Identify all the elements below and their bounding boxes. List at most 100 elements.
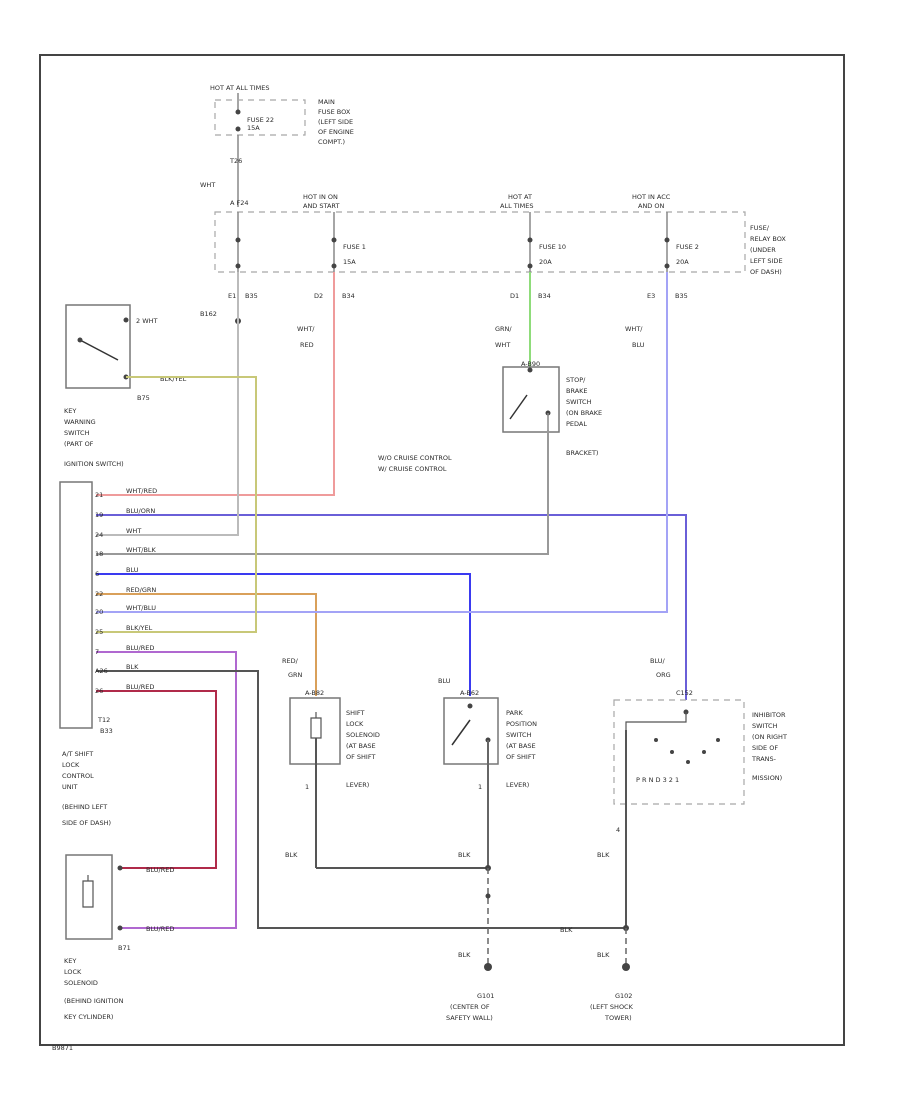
inhibitor-feed2: ORG: [656, 671, 671, 679]
stop-switch-feed2: WHT: [495, 341, 510, 349]
fuse-10-bottom-terminal: [527, 263, 533, 269]
unit-pin-number: 6: [95, 570, 99, 578]
stop-switch-line2: BRAKE: [566, 387, 588, 395]
g101-line3: SAFETY WALL): [446, 1014, 493, 1022]
inhibitor-line2: SWITCH: [752, 722, 778, 730]
unit-pin-wire-color: WHT/RED: [126, 487, 157, 495]
unit-pin-wire-color: BLU/ORN: [126, 507, 155, 515]
inhibitor-line5: TRANS-: [751, 755, 777, 763]
stop-switch-pin-a: [527, 367, 533, 373]
wire-e3-label2: BLU: [632, 341, 645, 349]
fuse-10-top-terminal: [527, 237, 533, 243]
blk-label-5: BLK: [458, 951, 471, 959]
g101-mid-dot: [485, 893, 491, 899]
fuse-20-top-terminal: [235, 109, 241, 115]
wire-d2-label2: RED: [300, 341, 314, 349]
inhibitor-contact-d: [702, 750, 706, 754]
unit-pin-number: 18: [95, 550, 103, 558]
solenoid-line2: LOCK: [346, 720, 364, 728]
relay-box-line2: RELAY BOX: [750, 235, 786, 243]
hot-acc-line1: HOT IN ACC: [632, 193, 671, 201]
key-lock-pin1: [117, 865, 123, 871]
key-warning-line5: IGNITION SWITCH): [64, 460, 124, 468]
hot-run-start-line2: AND START: [303, 202, 339, 210]
unit-pin-wire-color: RED/GRN: [126, 586, 156, 594]
blk-label-6: BLK: [597, 951, 610, 959]
conn-d2-pin: D2: [314, 292, 323, 300]
key-lock-solenoid-box: [65, 854, 113, 940]
hot-all-times2-line2: ALL TIMES: [500, 202, 533, 210]
key-lock-line1: KEY: [64, 957, 76, 965]
key-lock-line5: KEY CYLINDER): [64, 1013, 113, 1021]
relay-box-line1: FUSE/: [750, 224, 770, 232]
inhibitor-line3: (ON RIGHT: [752, 733, 787, 741]
key-warning-pin1-wire: BLK/YEL: [160, 375, 187, 383]
pin-top-label: T26: [229, 157, 242, 165]
stop-switch-line4: (ON BRAKE: [566, 409, 602, 417]
fuse-relay-box-outline: [214, 211, 746, 273]
park-switch-pin-a: [467, 703, 473, 709]
unit-pin-number: 24: [95, 531, 103, 539]
unit-pin-number: 22: [95, 590, 103, 598]
key-warning-line3: SWITCH: [64, 429, 90, 437]
fuse-20-label: FUSE 22: [247, 116, 274, 124]
inhibitor-contact-n: [686, 760, 690, 764]
conn-d1-pin: D1: [510, 292, 519, 300]
underhood-box-line2: FUSE BOX: [318, 108, 351, 116]
fuse-2-top-terminal: [664, 237, 670, 243]
park-switch-box: [443, 697, 499, 765]
wire-blu-red-b: [96, 690, 217, 869]
unit-pin-number: 25: [95, 628, 103, 636]
unit-pin-wire-color: WHT/BLU: [126, 604, 156, 612]
underhood-box-line3: (LEFT SIDE: [318, 118, 353, 126]
key-warning-conn2: B75: [137, 394, 150, 402]
control-unit-conn: T12: [97, 716, 110, 724]
key-warning-conn: B162: [200, 310, 217, 318]
solenoid-line4: (AT BASE: [346, 742, 376, 750]
relay-box-line5: OF DASH): [750, 268, 782, 276]
blk-label-2: BLK: [458, 851, 471, 859]
fuse-2-bottom-terminal: [664, 263, 670, 269]
key-warning-switch-blade: [79, 339, 119, 361]
g101-line1: G101: [477, 992, 494, 1000]
underhood-fuse-box-outline: [214, 99, 306, 136]
key-lock-pin2: [117, 925, 123, 931]
diagram-frame: [39, 54, 845, 1046]
g102-line1: G102: [615, 992, 632, 1000]
g101-line2: (CENTER OF: [450, 1003, 490, 1011]
wire-blk-yel: [96, 376, 257, 633]
g102-ground-icon: [622, 963, 630, 971]
park-switch-feed: BLU: [438, 677, 451, 685]
relay-box-line3: (UNDER: [750, 246, 776, 254]
key-warning-line2: WARNING: [64, 418, 96, 426]
unit-pin-number: 26: [95, 687, 103, 695]
conn-d2-id: B34: [342, 292, 355, 300]
stop-switch-line3: SWITCH: [566, 398, 592, 406]
fuse-1-top-terminal: [331, 237, 337, 243]
solenoid-line6: LEVER): [346, 781, 369, 789]
wire-blu-red-a: [96, 651, 237, 929]
unit-pin-wire-color: BLK/YEL: [126, 624, 153, 632]
key-lock-line2: LOCK: [64, 968, 82, 976]
unit-pin-number: 21: [95, 491, 103, 499]
conn-e3-id: B35: [675, 292, 688, 300]
unit-pin-wire-color: BLU: [126, 566, 139, 574]
g101-ground-icon: [484, 963, 492, 971]
solenoid-line3: SOLENOID: [346, 731, 380, 739]
solenoid-line5: OF SHIFT: [346, 753, 375, 761]
inhibitor-line4: SIDE OF: [752, 744, 778, 752]
unit-pin-wire-color: BLK: [126, 663, 139, 671]
solenoid-feed1: RED/: [282, 657, 299, 665]
conn-e1-id: B35: [245, 292, 258, 300]
underhood-box-line5: COMPT.): [318, 138, 345, 146]
relay-box-line4: LEFT SIDE: [750, 257, 783, 265]
stop-switch-line6: BRACKET): [566, 449, 598, 457]
key-lock-line4: (BEHIND IGNITION: [64, 997, 124, 1005]
inhibitor-line6: MISSION): [752, 774, 782, 782]
control-unit-line4: UNIT: [62, 783, 78, 791]
conn-e3-pin: E3: [647, 292, 655, 300]
solenoid-conn: A-B82: [305, 689, 324, 697]
inhibitor-line1: INHIBITOR: [752, 711, 786, 719]
wire-d2-label1: WHT/: [297, 325, 315, 333]
